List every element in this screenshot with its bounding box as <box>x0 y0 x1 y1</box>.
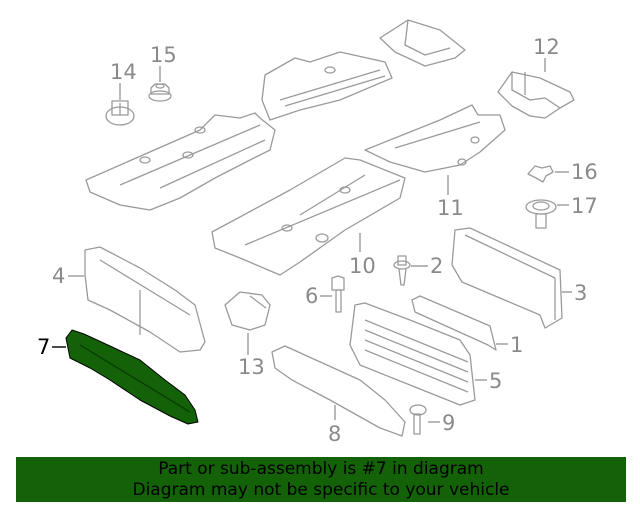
part-2-push-clip-icon[interactable] <box>393 255 411 286</box>
part-upper-shield-icon[interactable] <box>261 51 393 121</box>
part-upper-bracket-icon[interactable] <box>379 19 466 67</box>
leader-lines <box>68 58 572 423</box>
callout-7[interactable]: 7 <box>37 335 51 359</box>
part-info-banner: Part or sub-assembly is #7 in diagram Di… <box>16 457 626 502</box>
callout-12[interactable]: 12 <box>533 35 560 59</box>
part-13-bracket-icon[interactable] <box>224 291 271 331</box>
part-17-push-pin-icon[interactable] <box>525 199 557 229</box>
part-10-center-underbody-shield-icon[interactable] <box>211 157 406 276</box>
part-left-underbody-shield-icon[interactable] <box>85 112 276 211</box>
part-6-bolt-icon[interactable] <box>331 275 345 313</box>
callout-4[interactable]: 4 <box>52 264 66 288</box>
part-9-screw-icon[interactable] <box>409 404 427 435</box>
callout-5[interactable]: 5 <box>489 369 503 393</box>
callout-6[interactable]: 6 <box>305 284 319 308</box>
part-12-bracket-icon[interactable] <box>497 71 575 119</box>
callout-13[interactable]: 13 <box>238 355 265 379</box>
callout-16[interactable]: 16 <box>571 160 598 184</box>
part-5-grille-shutter-icon[interactable] <box>349 302 476 406</box>
callout-8[interactable]: 8 <box>328 422 342 446</box>
callout-17[interactable]: 17 <box>571 194 598 218</box>
part-1-deflector-strip-icon[interactable] <box>411 295 497 351</box>
part-3-air-duct-icon[interactable] <box>451 227 563 329</box>
callout-11[interactable]: 11 <box>437 196 464 220</box>
callout-3[interactable]: 3 <box>574 281 588 305</box>
part-4-air-duct-icon[interactable] <box>84 246 206 353</box>
part-8-lower-deflector-icon[interactable] <box>271 345 406 437</box>
callout-1[interactable]: 1 <box>510 333 524 357</box>
part-15-nut-icon[interactable] <box>148 83 172 102</box>
callout-2[interactable]: 2 <box>430 254 444 278</box>
part-14-clip-icon[interactable] <box>105 100 135 126</box>
part-16-clip-icon[interactable] <box>527 165 554 183</box>
callout-15[interactable]: 15 <box>150 43 177 67</box>
part-7-highlighted-icon[interactable] <box>65 329 199 425</box>
callout-14[interactable]: 14 <box>110 60 137 84</box>
banner-line-disclaimer: Diagram may not be specific to your vehi… <box>132 480 510 500</box>
banner-line-part-number: Part or sub-assembly is #7 in diagram <box>158 459 484 479</box>
callout-9[interactable]: 9 <box>442 411 456 435</box>
callout-10[interactable]: 10 <box>349 254 376 278</box>
part-11-rear-shield-icon[interactable] <box>364 104 506 173</box>
